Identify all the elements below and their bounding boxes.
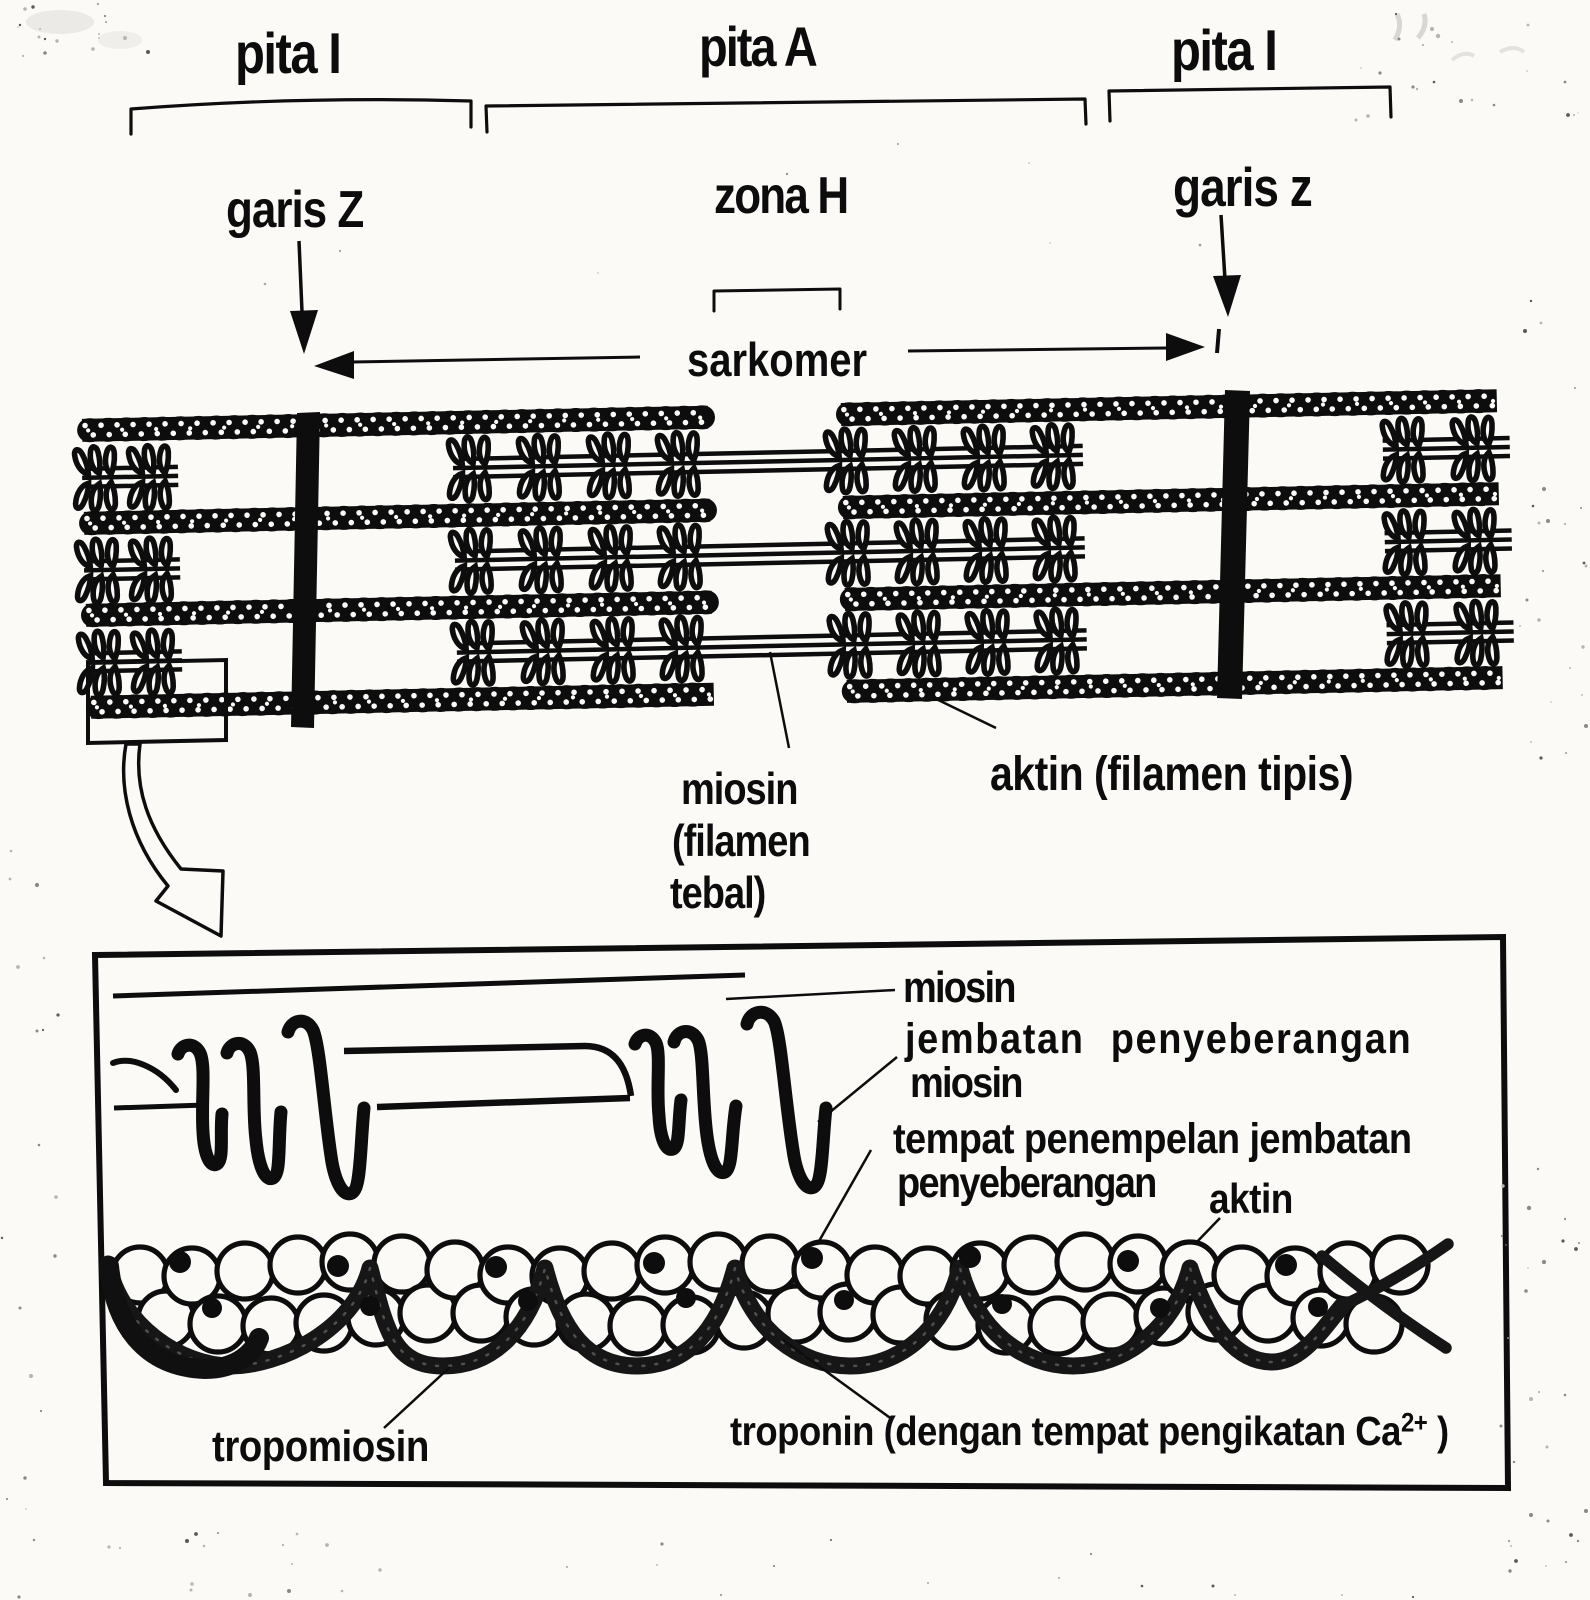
svg-text:sarkomer: sarkomer bbox=[687, 334, 867, 387]
svg-text:aktin (filamen tipis): aktin (filamen tipis) bbox=[990, 746, 1353, 801]
svg-text:miosin: miosin bbox=[681, 763, 797, 814]
svg-text:tempat penempelan jembatan: tempat penempelan jembatan bbox=[893, 1114, 1411, 1163]
svg-text:garis Z: garis Z bbox=[226, 181, 363, 239]
svg-text:(filamen: (filamen bbox=[672, 815, 810, 866]
svg-text:garis z: garis z bbox=[1173, 156, 1312, 217]
svg-text:penyeberangan: penyeberangan bbox=[897, 1158, 1156, 1207]
svg-text:zona H: zona H bbox=[714, 167, 847, 225]
svg-text:jembatan penyeberangan: jembatan penyeberangan bbox=[904, 1014, 1412, 1063]
svg-text:pita I: pita I bbox=[1171, 18, 1276, 83]
svg-text:aktin: aktin bbox=[1209, 1176, 1293, 1222]
svg-text:pita I: pita I bbox=[235, 21, 340, 86]
svg-text:miosin: miosin bbox=[910, 1058, 1022, 1107]
svg-text:pita A: pita A bbox=[699, 15, 817, 78]
svg-text:tropomiosin: tropomiosin bbox=[212, 1422, 429, 1471]
svg-text:tebal): tebal) bbox=[670, 867, 765, 918]
svg-text:miosin: miosin bbox=[903, 963, 1015, 1012]
svg-text:troponin (dengan tempat pengik: troponin (dengan tempat pengikatan Ca2+ … bbox=[730, 1408, 1449, 1454]
